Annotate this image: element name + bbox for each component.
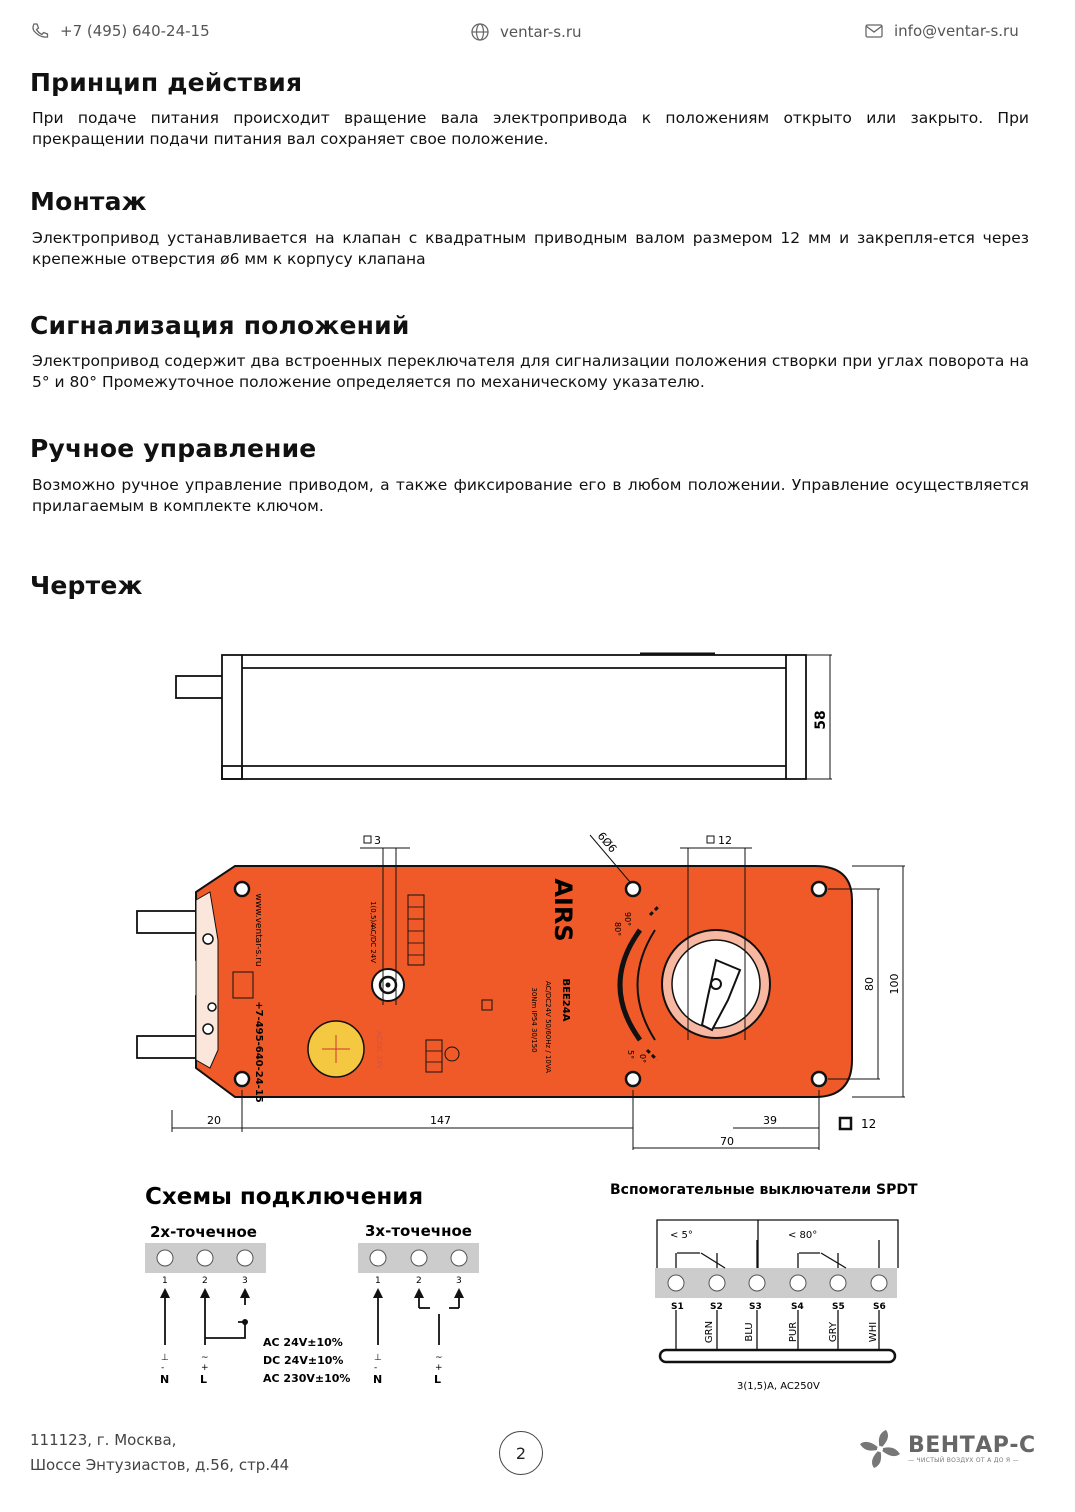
phone-text: +7 (495) 640-24-15 [60,22,210,40]
device-rating: 1(0,5)A [369,901,377,927]
spdt-wire-whi: WHI [868,1322,879,1342]
voltage-dc24: DC 24V±10% [263,1354,343,1367]
header-phone[interactable]: +7 (495) 640-24-15 [30,22,210,40]
spdt-angle-b: < 80° [788,1230,817,1241]
section-title-signalling: Сигнализация положений [30,311,410,340]
device-voltage-top: AC/DC 24V [369,925,377,963]
page-number: 2 [499,1431,543,1475]
svg-text:~: ~ [435,1353,443,1363]
spdt-wire-pur: PUR [788,1322,799,1342]
dim-20: 20 [207,1114,221,1127]
header-email[interactable]: info@ventar-s.ru [864,22,1019,40]
spdt-s6: S6 [873,1302,886,1312]
website-text: ventar-s.ru [500,23,582,41]
spdt-wire-grn: GRN [704,1321,715,1343]
spdt-s2: S2 [710,1302,723,1312]
wiring-3point-label: 3х-точечное [365,1222,472,1240]
svg-text:⊥: ⊥ [374,1353,382,1363]
wiring-3point-n: N [373,1373,382,1386]
spdt-rating: 3(1,5)A, AC250V [737,1381,820,1392]
angle-5: 5° [626,1050,635,1059]
svg-text:-: - [374,1363,377,1373]
device-spec2: 30Nm IP54 30/150 [530,987,538,1052]
wiring-2point-l: L [200,1373,207,1386]
wiring-3point-t1: 1 [375,1276,381,1286]
angle-0: 0° [638,1054,647,1063]
wiring-3point [358,1243,479,1345]
footer-address: 111123, г. Москва, Шоссе Энтузиастов, д.… [30,1428,289,1478]
voltage-ac230: AC 230V±10% [263,1372,350,1385]
wiring-2point-t3: 3 [242,1276,248,1286]
wiring-2point [145,1243,266,1345]
fan-icon [860,1430,900,1468]
section-title-mounting: Монтаж [30,187,147,216]
globe-icon [471,23,489,41]
device-model: BEE24A [560,979,571,1022]
logo-tagline: — ЧИСТЫЙ ВОЗДУХ ОТ А ДО Я — [908,1456,1019,1464]
angle-90: 90° [623,912,632,926]
section-text-principle: При подаче питания происходит вращение в… [32,109,1029,148]
svg-text:~: ~ [201,1353,209,1363]
dimension-lines [171,834,905,1150]
address-line-1: 111123, г. Москва, [30,1431,177,1449]
section-title-drawing: Чертеж [30,571,143,600]
mail-icon [865,24,883,38]
spdt-title: Вспомогательные выключатели SPDT [610,1182,918,1198]
logo-name: ВЕНТАР-С [908,1432,1036,1458]
wiring-2point-label: 2х-точечное [150,1223,257,1241]
section-title-manual: Ручное управление [30,434,317,463]
svg-text:-: - [161,1363,164,1373]
dim-hole: 6Ø6 [595,830,620,856]
wiring-2point-t1: 1 [162,1276,168,1286]
svg-text:⊥: ⊥ [161,1353,169,1363]
wiring-2point-n: N [160,1373,169,1386]
spdt-s1: S1 [671,1302,684,1312]
email-text: info@ventar-s.ru [894,22,1019,40]
dim-80: 80 [863,977,876,991]
phone-icon [32,23,49,38]
spdt-s5: S5 [832,1302,845,1312]
spdt-s4: S4 [791,1302,804,1312]
device-voltage-bottom: AC/DC 24V [375,1031,383,1069]
spdt-s3: S3 [749,1302,762,1312]
dim-147: 147 [430,1114,451,1127]
dim-70: 70 [720,1135,734,1148]
dim-square-3: 3 [374,834,381,847]
address-line-2: Шоссе Энтузиастов, д.56, стр.44 [30,1456,290,1474]
spdt-wire-blu: BLU [744,1322,755,1341]
svg-text:+: + [435,1363,443,1373]
svg-text:+: + [201,1363,209,1373]
wiring-3point-l: L [434,1373,441,1386]
section-text-manual: Возможно ручное управление приводом, а т… [32,476,1029,515]
dim-100: 100 [888,974,901,995]
company-logo: ВЕНТАР-С — ЧИСТЫЙ ВОЗДУХ ОТ А ДО Я — [856,1428,1036,1470]
spdt-diagram [655,1219,899,1364]
wiring-title: Схемы подключения [145,1184,423,1210]
section-title-principle: Принцип действия [30,68,303,97]
spdt-wire-gry: GRY [828,1321,839,1342]
section-text-signalling: Электропривод содержит два встроенных пе… [32,352,1029,391]
angle-80: 80° [613,922,622,936]
dim-39: 39 [763,1114,777,1127]
device-website: www.ventar-s.ru [253,893,263,966]
header-website[interactable]: ventar-s.ru [470,22,582,42]
dim-square-12-shaft: 12 [718,834,732,847]
wiring-2point-t2: 2 [202,1276,208,1286]
side-view [175,652,832,780]
device-phone: +7-495-640-24-15 [253,1001,264,1103]
device-brand: AIRS [549,878,577,941]
dim-side-height: 58 [813,710,829,729]
device-spec1: AC/DC24V 50/60Hz / 10VA [544,981,552,1073]
voltage-ac24: AC 24V±10% [263,1336,343,1349]
spdt-angle-a: < 5° [670,1230,693,1241]
wiring-3point-t2: 2 [416,1276,422,1286]
dim-square-12: 12 [861,1117,876,1131]
square-symbol [838,1116,853,1131]
wiring-3point-t3: 3 [456,1276,462,1286]
section-text-mounting: Электропривод устанавливается на клапан … [32,229,1029,268]
